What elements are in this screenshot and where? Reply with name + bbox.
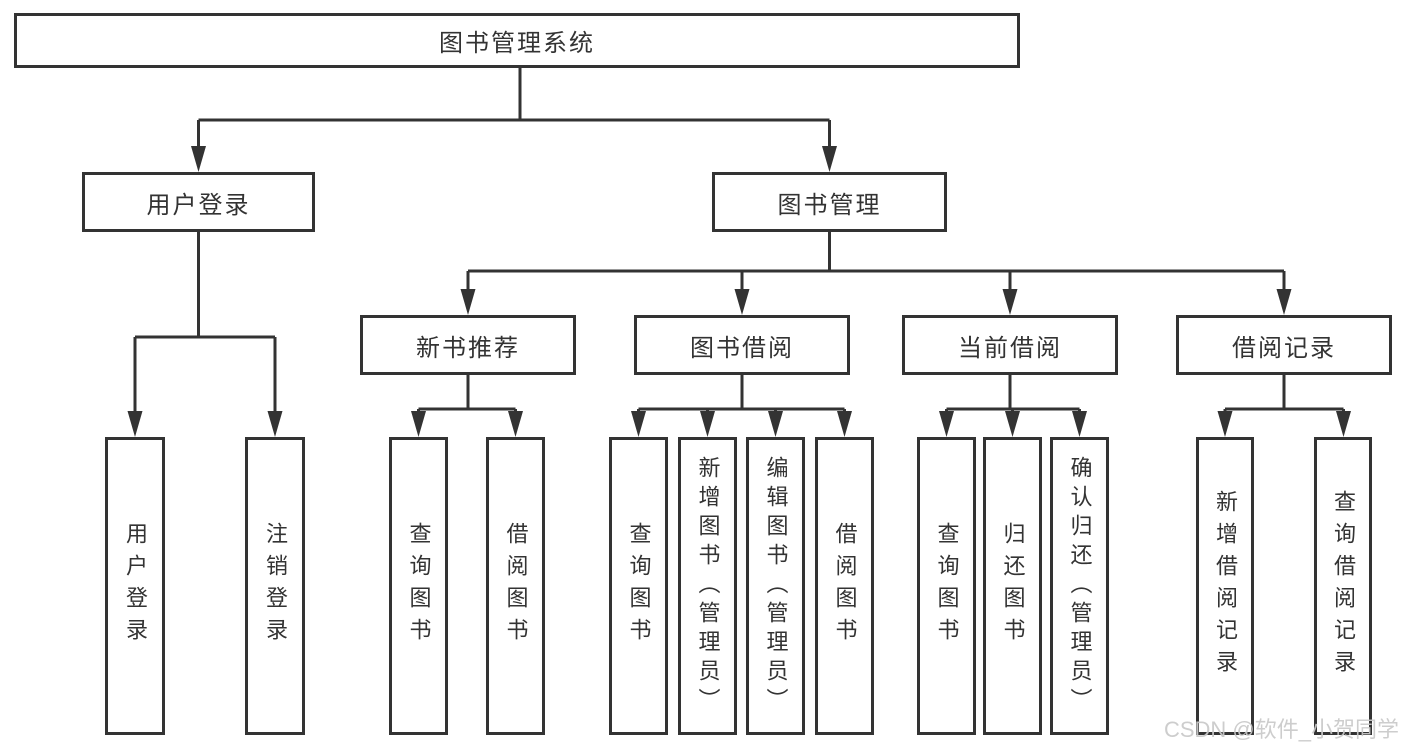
node-borrow-records-label: 借阅记录 (1232, 334, 1336, 362)
leaf-query-books-recommend-label: 查询图书 (406, 522, 432, 650)
leaf-add-borrow-record-label: 新增借阅记录 (1213, 490, 1238, 682)
leaf-borrow-books-recommend-label: 借阅图书 (503, 522, 529, 650)
leaf-confirm-return-admin-label: 确认归还（管理员） (1067, 455, 1093, 717)
node-new-book-recommend-label: 新书推荐 (416, 334, 520, 362)
leaf-query-books-current-label: 查询图书 (934, 522, 960, 650)
leaf-borrow-books-recommend: 借阅图书 (486, 437, 545, 735)
node-new-book-recommend: 新书推荐 (360, 315, 576, 375)
leaf-borrow-books-label: 借阅图书 (832, 522, 858, 650)
leaf-logout-label: 注销登录 (263, 522, 288, 650)
leaf-add-books-admin: 新增图书（管理员） (678, 437, 737, 735)
node-user-login-label: 用户登录 (146, 191, 251, 219)
leaf-confirm-return-admin: 确认归还（管理员） (1050, 437, 1109, 735)
leaf-logout: 注销登录 (245, 437, 305, 735)
leaf-user-login-label: 用户登录 (123, 522, 148, 650)
leaf-query-books-current: 查询图书 (917, 437, 976, 735)
node-book-management: 图书管理 (712, 172, 947, 232)
arrowheads (127, 146, 1351, 437)
node-book-borrow-label: 图书借阅 (690, 334, 794, 362)
node-library-system-label: 图书管理系统 (439, 30, 595, 57)
leaf-return-books-label: 归还图书 (1000, 522, 1026, 650)
leaf-borrow-books: 借阅图书 (815, 437, 874, 735)
csdn-watermark: CSDN @软件_小贺同学 (1163, 717, 1399, 742)
leaf-query-books-borrow: 查询图书 (609, 437, 668, 735)
node-book-management-label: 图书管理 (777, 191, 882, 219)
leaf-edit-books-admin: 编辑图书（管理员） (746, 437, 805, 735)
leaf-return-books: 归还图书 (983, 437, 1042, 735)
leaf-query-borrow-record-label: 查询借阅记录 (1331, 490, 1356, 682)
leaf-add-borrow-record: 新增借阅记录 (1196, 437, 1254, 735)
node-library-system: 图书管理系统 (14, 13, 1020, 68)
node-user-login: 用户登录 (82, 172, 315, 232)
leaf-edit-books-admin-label: 编辑图书（管理员） (763, 455, 789, 717)
node-book-borrow: 图书借阅 (634, 315, 850, 375)
leaf-query-books-borrow-label: 查询图书 (626, 522, 652, 650)
leaf-add-books-admin-label: 新增图书（管理员） (695, 455, 721, 717)
node-borrow-records: 借阅记录 (1176, 315, 1392, 375)
node-current-borrow-label: 当前借阅 (958, 334, 1062, 362)
leaf-query-borrow-record: 查询借阅记录 (1314, 437, 1372, 735)
leaf-query-books-recommend: 查询图书 (389, 437, 448, 735)
node-current-borrow: 当前借阅 (902, 315, 1118, 375)
leaf-user-login: 用户登录 (105, 437, 165, 735)
